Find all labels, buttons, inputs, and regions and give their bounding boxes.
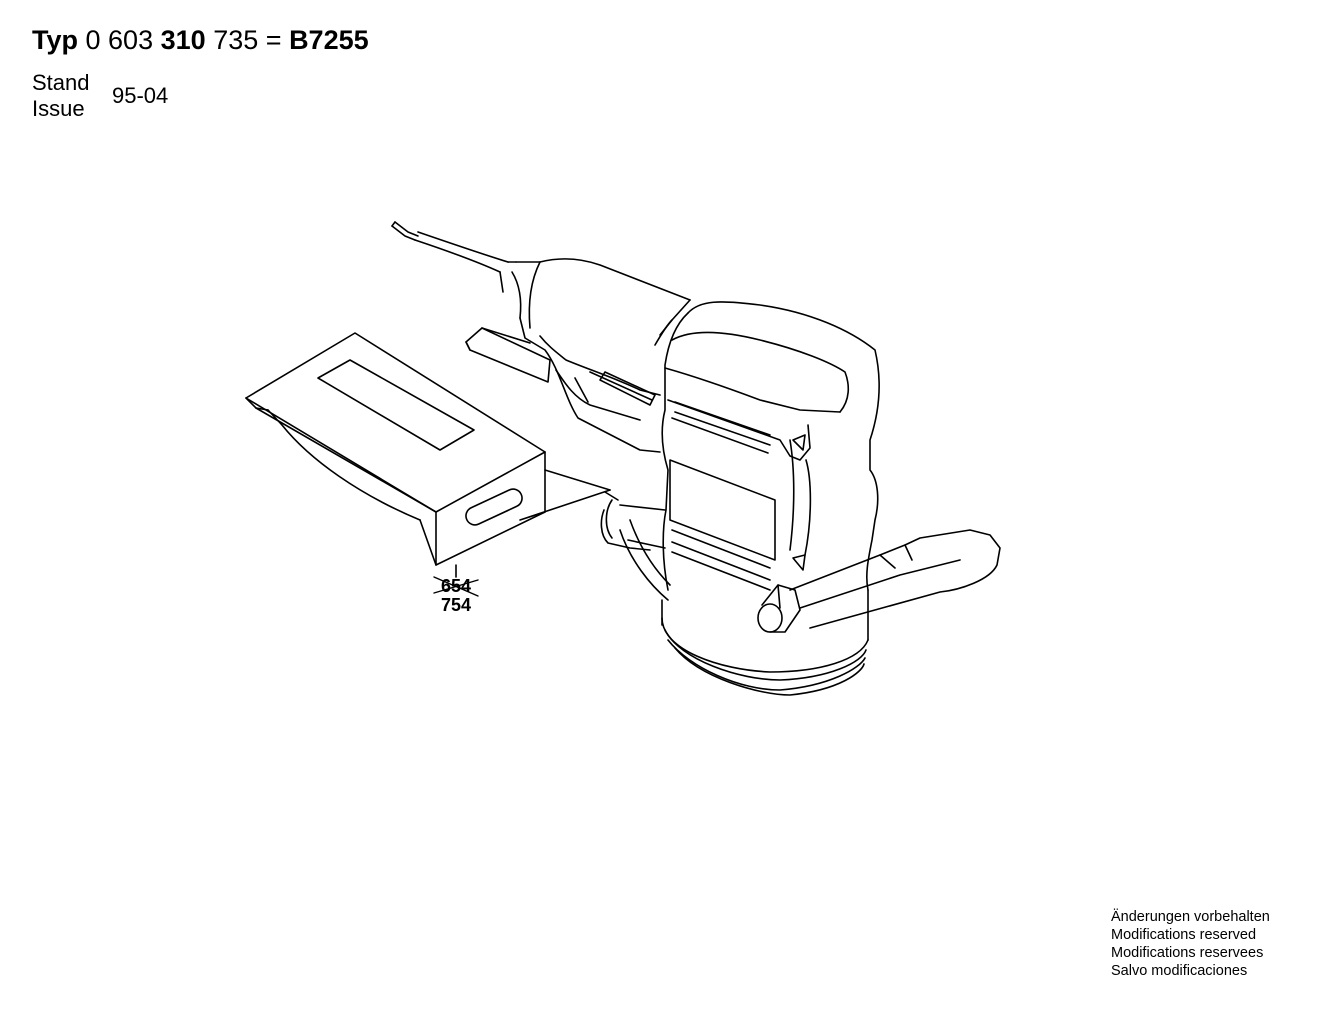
sanding-pad: [661, 589, 869, 696]
stand-label: Stand: [32, 70, 90, 95]
sander-handle: [511, 258, 691, 453]
footnote-fr: Modifications reservees: [1111, 945, 1264, 961]
dust-port: [600, 491, 671, 601]
footnote-es: Salvo modificaciones: [1111, 963, 1248, 979]
title-equals: =: [265, 25, 282, 55]
footnote: Änderungen vorbehalten Modifications res…: [1111, 908, 1270, 980]
footnote-en: Modifications reserved: [1111, 927, 1257, 943]
issue-label: Issue: [32, 96, 85, 121]
model-number: B7255: [289, 25, 369, 55]
title-prefix: Typ: [32, 25, 78, 55]
lock-knob: [757, 584, 801, 633]
strike-line-2: [433, 579, 479, 594]
title-number-b: 310: [160, 25, 206, 55]
new-part-number: 754: [441, 595, 471, 615]
title-number-c: 735: [213, 25, 259, 55]
power-cord: [391, 221, 517, 293]
document-title: Typ 0 603 310 735 = B7255: [32, 24, 369, 56]
dust-bag: [245, 332, 611, 566]
footnote-de: Änderungen vorbehalten: [1111, 909, 1270, 925]
motor-housing: [661, 301, 880, 591]
issue-date: 95-04: [112, 83, 169, 108]
issue-block: Stand Issue 95-04: [32, 70, 168, 122]
dust-adapter: [465, 327, 551, 383]
side-handle: [789, 529, 1001, 629]
header: Typ 0 603 310 735 = B7255: [32, 24, 369, 56]
title-number-a: 0 603: [85, 25, 154, 55]
